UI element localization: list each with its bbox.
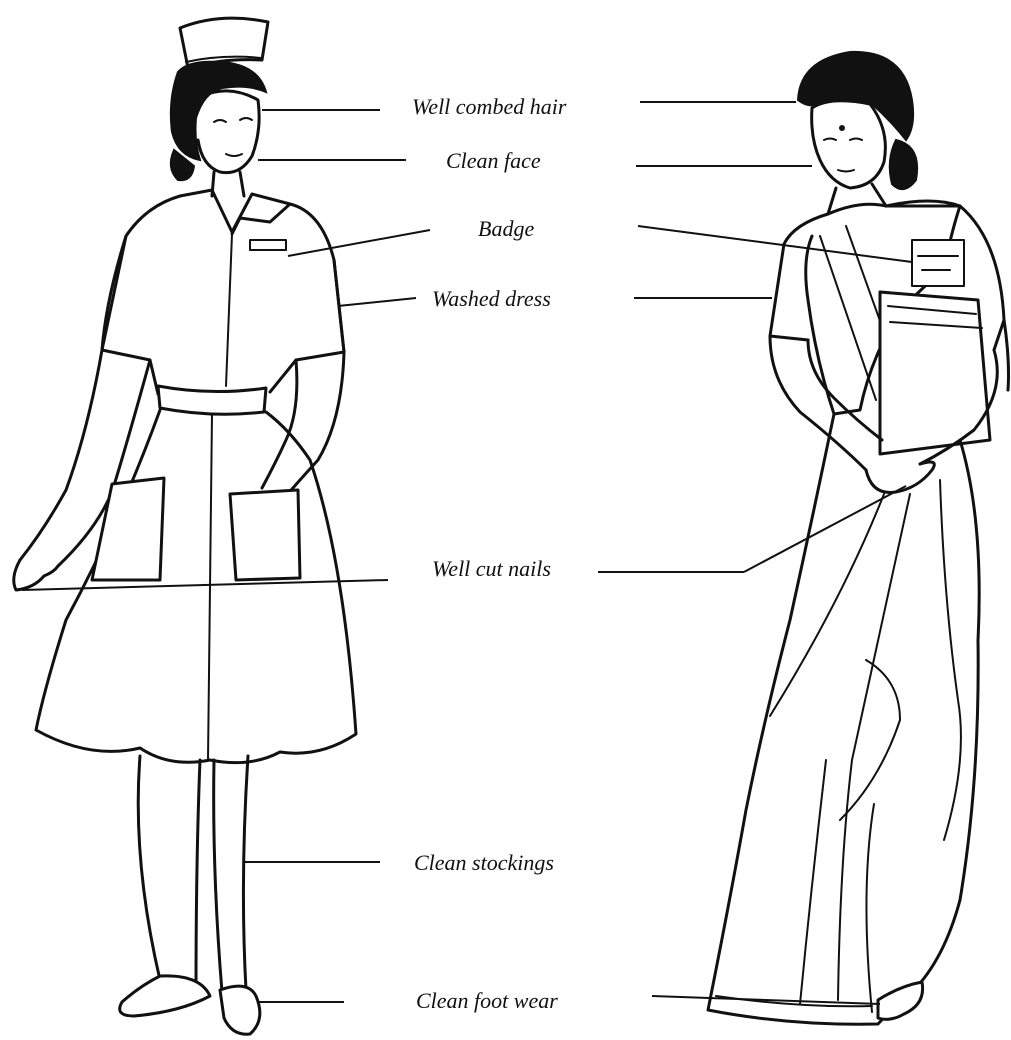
label-badge: Badge: [478, 218, 534, 240]
sari-woman-eye-left: [824, 139, 836, 141]
nurse-left-leg: [138, 756, 200, 990]
label-well-cut-nails: Well cut nails: [432, 558, 551, 580]
sari-woman-eye-right: [850, 139, 862, 141]
sari-fold-6: [866, 804, 874, 1012]
nurse-skirt: [36, 410, 356, 763]
nurse-left-hand: [14, 560, 58, 590]
sari-skirt: [708, 414, 979, 1024]
sari-woman-badge: [912, 240, 964, 286]
label-clean-face: Clean face: [446, 150, 541, 172]
sari-woman-face: [812, 101, 886, 188]
nurse-in-uniform-figure: [14, 18, 356, 1034]
nurse-eye-left: [214, 120, 226, 122]
nurse-right-pocket: [230, 490, 300, 580]
sari-woman-foot: [878, 982, 923, 1019]
leader-badge-left: [288, 230, 430, 256]
nurse-left-shoe: [120, 976, 210, 1016]
woman-in-sari-figure: [708, 52, 1009, 1024]
sari-fold-5: [800, 760, 826, 1004]
nurse-right-leg: [214, 756, 248, 992]
label-washed-dress: Washed dress: [432, 288, 551, 310]
leader-nails-left: [22, 580, 388, 590]
nurse-front-seam: [208, 234, 232, 760]
sari-woman-hair: [798, 52, 913, 140]
nurse-right-shoe: [220, 986, 260, 1034]
nurse-collar: [180, 190, 290, 234]
nurse-mouth: [226, 154, 242, 156]
leader-dress-left: [338, 298, 416, 306]
nurse-hair: [171, 62, 266, 160]
leader-nails-right-diagonal: [744, 486, 906, 572]
label-clean-stockings: Clean stockings: [414, 852, 554, 874]
nurse-belt: [158, 386, 266, 414]
sari-woman-mouth: [838, 170, 854, 172]
nurse-face: [198, 91, 259, 173]
sari-fold-2: [838, 494, 910, 1000]
nurse-right-arm: [262, 352, 344, 496]
nurse-left-pocket: [92, 478, 164, 580]
nurse-eye-right: [240, 118, 252, 120]
sari-woman-hair-bun: [890, 140, 917, 189]
nurse-bodice: [102, 196, 344, 394]
leader-badge-right: [638, 226, 912, 262]
sari-woman-bindi: [839, 125, 845, 131]
sari-fold-3: [940, 480, 961, 840]
nurse-badge: [250, 240, 286, 250]
label-well-combed-hair: Well combed hair: [412, 96, 566, 118]
sari-woman-hands: [866, 462, 934, 493]
label-clean-foot-wear: Clean foot wear: [416, 990, 558, 1012]
nurse-neck: [212, 172, 244, 196]
